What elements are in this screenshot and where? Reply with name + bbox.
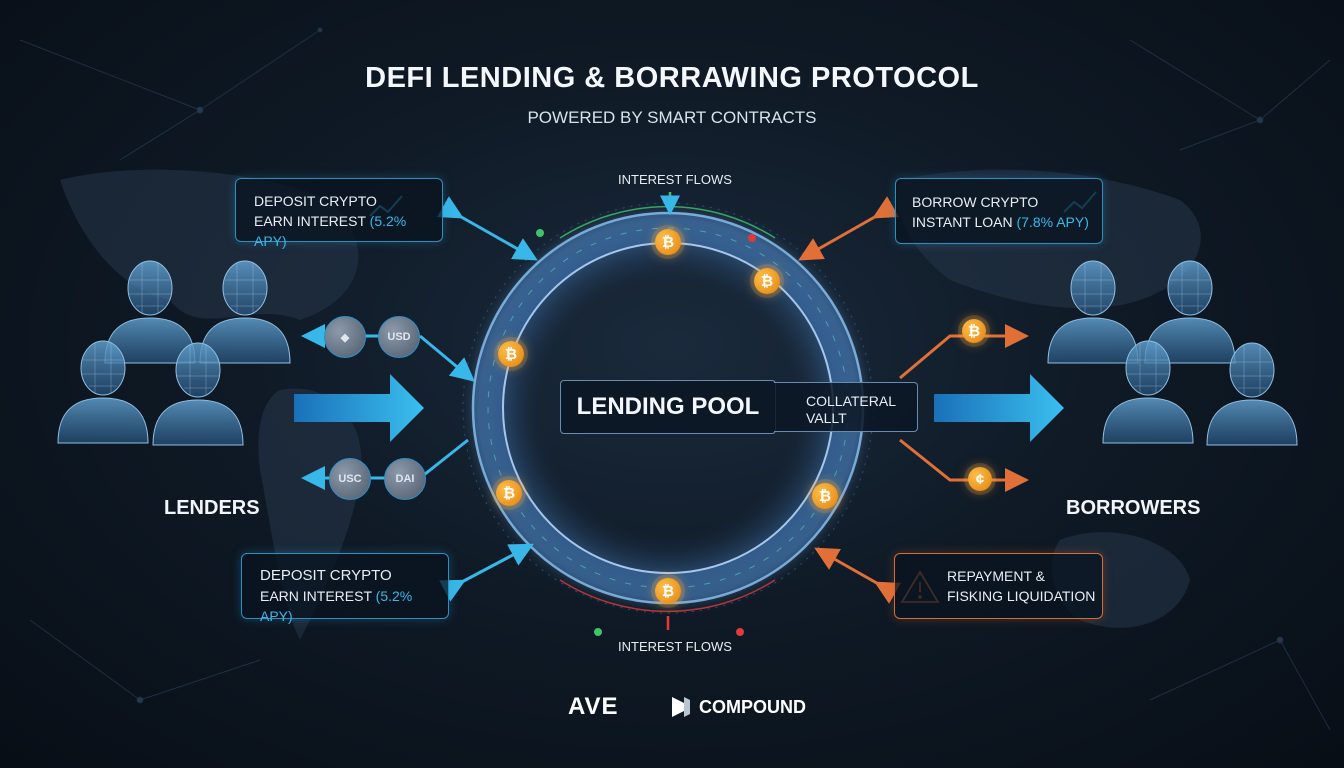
bitcoin-icon: ₿ [812,483,838,509]
repayment-box-line1: REPAYMENT & [947,568,1046,584]
deposit-box-top-apy: (5.2% APY) [254,213,407,249]
borrower-arrows [798,196,1029,604]
aave-logo: AVE [568,693,619,720]
borrower-big-arrow [934,374,1064,442]
deposit-box-top-line1: DEPOSIT CRYPTO [254,193,377,209]
deposit-box-top-line2: EARN INTEREST [254,213,366,229]
borrow-box: BORROW CRYPTO INSTANT LOAN (7.8% APY) [895,178,1103,244]
deposit-box-bottom: DEPOSIT CRYPTO EARN INTEREST (5.2% APY) [241,553,449,624]
bitcoin-icon: ₿ [754,268,780,294]
deposit-box-bottom-line2: EARN INTEREST [260,588,372,604]
borrowers-group [1047,260,1298,446]
lender-big-arrow [294,374,424,442]
network-lines [19,27,1331,731]
interest-flows-bottom-label: INTEREST FLOWS [618,639,732,654]
bitcoin-icon: ₿ [962,319,986,343]
lending-pool-label: LENDING POOL [560,380,776,434]
borrowers-label: BORROWERS [1066,497,1201,519]
deposit-box-top: DEPOSIT CRYPTO EARN INTEREST (5.2% APY) [235,178,443,249]
collateral-vault-line1: COLLATERAL [806,393,896,409]
compound-logo-icon [672,697,690,717]
deposit-box-bottom-apy: (5.2% APY) [260,588,413,624]
bitcoin-icon: ₿ [498,341,524,367]
page-title: DEFI LENDING & BORRAWING PROTOCOL [365,62,979,94]
borrow-box-line1: BORROW CRYPTO [912,194,1039,210]
ethereum-icon: ◆ [324,316,366,358]
usd-token: USD [378,316,420,358]
repayment-box-line2: FISKING LIQUIDATION [947,588,1096,604]
bitcoin-icon: ₿ [496,480,522,506]
compound-logo: COMPOUND [699,697,806,717]
collateral-vault-line2: VALLT [806,410,847,426]
borrow-box-line2: INSTANT LOAN [912,214,1013,230]
bitcoin-icon: ₿ [655,578,681,604]
coin-icon: ¢ [968,467,992,491]
collateral-vault: COLLATERAL VALLT [774,382,918,432]
lenders-label: LENDERS [164,497,260,519]
interest-flows-top-label: INTEREST FLOWS [618,172,732,187]
page-subtitle: POWERED BY SMART CONTRACTS [527,108,817,127]
repayment-box: REPAYMENT & FISKING LIQUIDATION [894,553,1103,619]
bitcoin-icon: ₿ [655,229,681,255]
deposit-box-bottom-line1: DEPOSIT CRYPTO [260,567,392,584]
dai-token: DAI [384,458,426,500]
borrow-box-apy: (7.8% APY) [1016,214,1089,230]
usc-token: USC [329,458,371,500]
